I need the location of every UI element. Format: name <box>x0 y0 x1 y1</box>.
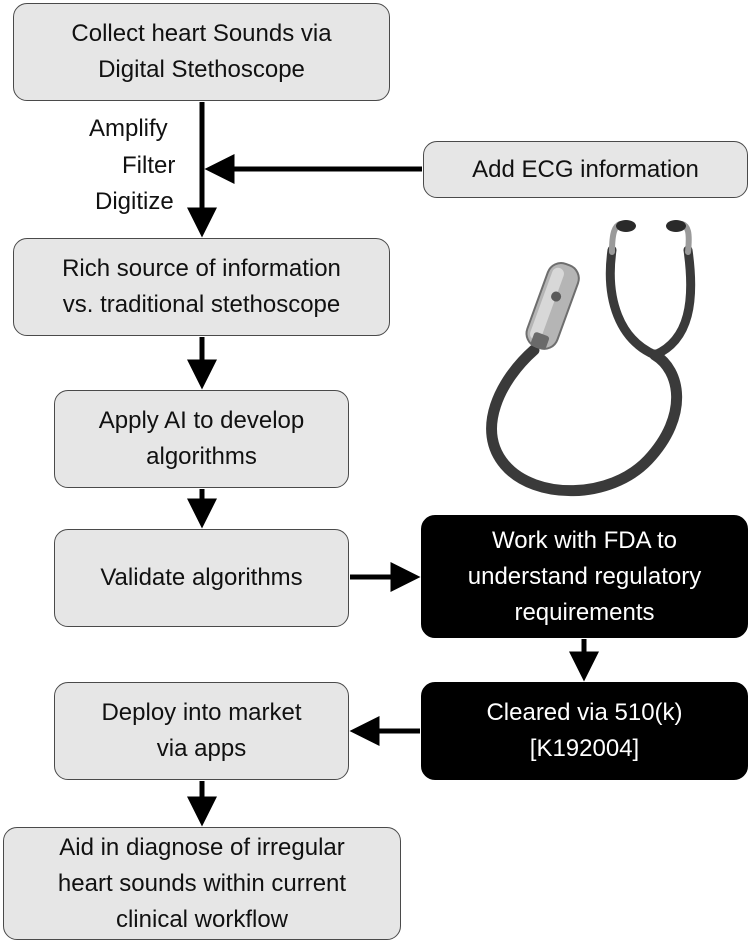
step-digitize: Digitize <box>95 188 174 215</box>
collect-line1: Collect heart Sounds via <box>71 20 332 47</box>
aid-line1: Aid in diagnose of irregular <box>59 833 345 861</box>
aid-line2: heart sounds within current <box>57 869 347 897</box>
collect-line2: Digital Stethoscope <box>98 56 305 83</box>
validate-line1: Validate algorithms <box>100 564 303 591</box>
stethoscope-icon <box>486 220 696 497</box>
aid-diagnose-box: Aid in diagnose of irregular heart sound… <box>3 827 401 940</box>
deploy-line1: Deploy into market <box>101 699 302 726</box>
cleared-line1: Cleared via 510(k) <box>486 699 683 726</box>
step-filter: Filter <box>122 152 176 179</box>
deploy-line2: via apps <box>156 735 247 762</box>
step-amplify: Amplify <box>89 115 168 142</box>
fda-line2: understand regulatory <box>467 562 702 590</box>
apply-ai-box: Apply AI to develop algorithms <box>54 390 349 488</box>
aid-line3: clinical workflow <box>115 905 289 933</box>
fda-line1: Work with FDA to <box>492 526 677 554</box>
rich-line2: vs. traditional stethoscope <box>62 291 341 318</box>
apply-ai-line2: algorithms <box>146 443 257 470</box>
rich-line1: Rich source of information <box>62 255 341 282</box>
validate-box: Validate algorithms <box>54 529 349 627</box>
ecg-line1: Add ECG information <box>472 155 699 183</box>
fda-line3: requirements <box>514 598 655 626</box>
rich-source-box: Rich source of information vs. tradition… <box>13 238 390 336</box>
cleared-box: Cleared via 510(k) [K192004] <box>421 682 748 780</box>
apply-ai-line1: Apply AI to develop <box>98 407 305 434</box>
fda-box: Work with FDA to understand regulatory r… <box>421 515 748 638</box>
collect-heart-sounds-box: Collect heart Sounds via Digital Stethos… <box>13 3 390 101</box>
deploy-box: Deploy into market via apps <box>54 682 349 780</box>
cleared-line2: [K192004] <box>529 735 640 762</box>
add-ecg-box: Add ECG information <box>423 141 748 198</box>
